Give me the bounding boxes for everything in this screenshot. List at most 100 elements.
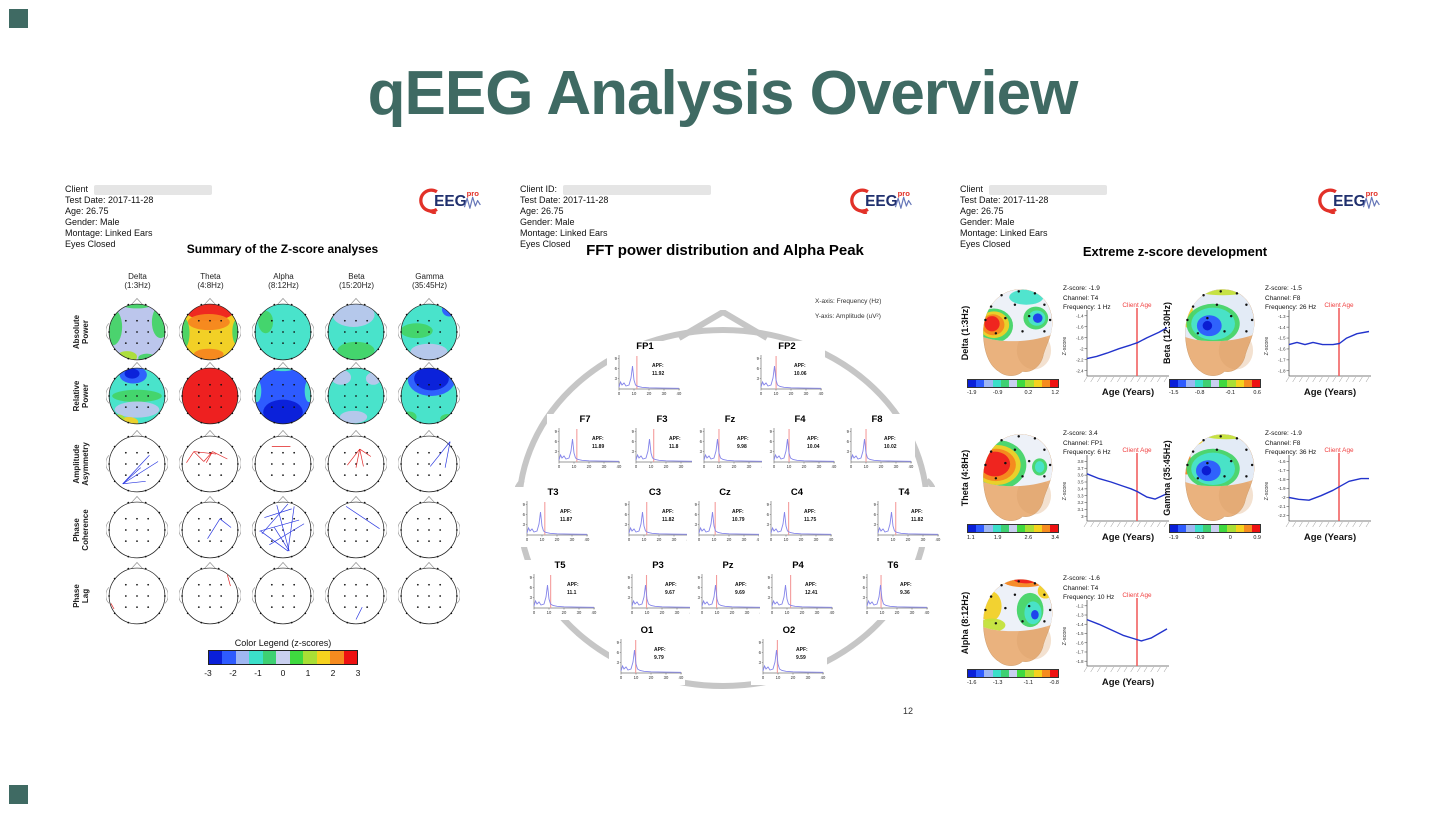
svg-text:Client Age: Client Age xyxy=(1122,447,1152,454)
svg-text:3.3: 3.3 xyxy=(1078,493,1085,498)
svg-text:10: 10 xyxy=(880,610,885,615)
colorbar-segment xyxy=(1178,380,1187,387)
svg-text:3: 3 xyxy=(628,595,631,600)
zscore-colorbar xyxy=(1169,379,1261,388)
topomap-relative-delta xyxy=(105,360,169,434)
svg-text:-2.4: -2.4 xyxy=(1076,368,1084,373)
svg-text:10.79: 10.79 xyxy=(732,517,745,523)
svg-text:3: 3 xyxy=(757,376,760,381)
svg-text:30: 30 xyxy=(662,391,667,396)
svg-text:3.6: 3.6 xyxy=(1078,473,1085,478)
svg-text:0: 0 xyxy=(877,537,880,542)
svg-text:11.89: 11.89 xyxy=(592,444,604,450)
svg-text:-2.1: -2.1 xyxy=(1278,504,1286,509)
colorbar-segment xyxy=(1194,525,1203,532)
svg-text:10: 10 xyxy=(891,537,896,542)
svg-text:EEG: EEG xyxy=(434,193,467,210)
test-date: Test Date: 2017-11-28 xyxy=(520,195,609,205)
svg-text:20: 20 xyxy=(657,537,662,542)
test-date: Test Date: 2017-11-28 xyxy=(960,195,1049,205)
topomap-amplitude-beta xyxy=(324,428,388,502)
redacted-client-name xyxy=(94,184,213,195)
svg-text:0: 0 xyxy=(635,464,638,469)
frequency-line: Frequency: 1 Hz xyxy=(1063,304,1111,311)
svg-text:10: 10 xyxy=(632,391,637,396)
colorbar-segment xyxy=(1210,380,1220,387)
svg-text:9: 9 xyxy=(759,640,762,645)
age: Age: 26.75 xyxy=(520,206,564,216)
colorbar-segment xyxy=(984,670,993,677)
svg-text:Z-score: Z-score xyxy=(1062,482,1068,501)
colorbar-tick: 1.2 xyxy=(1051,390,1059,396)
svg-text:40: 40 xyxy=(585,537,590,542)
svg-text:10: 10 xyxy=(645,610,650,615)
svg-text:10: 10 xyxy=(774,391,779,396)
svg-text:6: 6 xyxy=(617,650,620,655)
client-label: Client xyxy=(960,184,984,194)
svg-text:6: 6 xyxy=(767,512,770,517)
colorbar-segment xyxy=(1170,525,1179,532)
svg-text:40: 40 xyxy=(829,537,834,542)
colorbar-tick: -0.1 xyxy=(1225,390,1236,396)
svg-text:10: 10 xyxy=(649,464,654,469)
legend-tick: -1 xyxy=(254,668,262,678)
colorbar-segment xyxy=(1219,380,1228,387)
zscore-line: Z-score: 3.4 xyxy=(1063,430,1098,437)
svg-text:APF:: APF: xyxy=(560,509,572,515)
svg-text:30: 30 xyxy=(910,610,915,615)
colorbar-tick: -1.3 xyxy=(992,680,1003,686)
channel-line: Channel: T4 xyxy=(1063,294,1099,302)
page-title: qEEG Analysis Overview xyxy=(367,59,1079,128)
head-render xyxy=(1185,434,1255,521)
zscore-colorbar xyxy=(967,379,1059,388)
colorbar-segment xyxy=(968,525,977,532)
svg-text:Z-score: Z-score xyxy=(1264,337,1270,356)
legend-color-segment xyxy=(316,651,331,664)
colorbar-segment xyxy=(1251,380,1261,387)
colorbar-tick: 0.9 xyxy=(1253,535,1261,541)
colorbar-segment xyxy=(992,670,1001,677)
svg-text:-1.9: -1.9 xyxy=(1278,486,1286,491)
colorbar-segment xyxy=(1243,380,1252,387)
electrode-label-O2: O2 xyxy=(782,625,796,636)
head-render xyxy=(1185,289,1255,376)
svg-text:Z-score: Z-score xyxy=(1062,337,1068,356)
svg-text:-1.7: -1.7 xyxy=(1278,468,1286,473)
electrode-label-F3: F3 xyxy=(656,414,668,425)
topomap-absolute-delta xyxy=(105,296,169,370)
svg-text:-1.6: -1.6 xyxy=(1076,324,1084,329)
colorbar-segment xyxy=(1227,380,1236,387)
svg-text:-1.4: -1.4 xyxy=(1076,622,1084,627)
colorbar-tick: -1.5 xyxy=(1169,390,1179,396)
svg-text:-1.5: -1.5 xyxy=(1278,336,1286,341)
legend-color-segment xyxy=(209,651,223,664)
svg-text:-2.2: -2.2 xyxy=(1076,357,1084,362)
frequency-line: Frequency: 36 Hz xyxy=(1265,449,1317,456)
svg-text:9: 9 xyxy=(523,502,526,507)
svg-text:-1.8: -1.8 xyxy=(1076,659,1084,664)
svg-text:3: 3 xyxy=(698,595,701,600)
colorbar-segment xyxy=(1243,525,1252,532)
fft-plot-Pz: Pz963010203040APF:9.69 xyxy=(690,560,766,620)
topomap-phase-gamma xyxy=(397,494,461,568)
svg-text:3: 3 xyxy=(617,660,620,665)
gender: Gender: Male xyxy=(520,217,575,227)
topomap-amplitude-delta xyxy=(105,428,169,502)
age: Age: 26.75 xyxy=(65,206,109,216)
redacted-client-name xyxy=(989,184,1108,195)
svg-text:APF:: APF: xyxy=(735,582,747,588)
svg-text:Client Age: Client Age xyxy=(1324,447,1354,454)
svg-text:3: 3 xyxy=(863,595,866,600)
svg-text:9: 9 xyxy=(700,429,703,434)
